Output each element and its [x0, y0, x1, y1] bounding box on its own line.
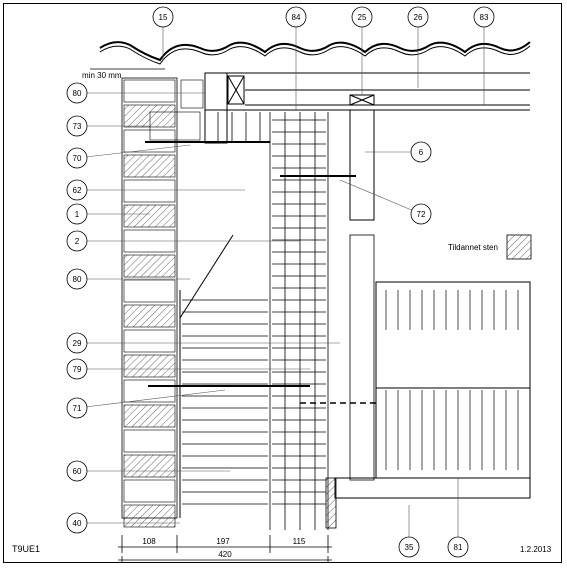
callout-left-70-label: 70: [73, 154, 82, 163]
dim-total: 420: [218, 550, 232, 559]
callout-left-40: [66, 512, 88, 534]
brick-course: [123, 279, 176, 303]
callout-top-26-label: 26: [414, 13, 423, 22]
callout-top-15: [152, 6, 174, 28]
callout-left-71-label: 71: [73, 404, 82, 413]
callout-bottom-35: [398, 536, 420, 558]
callout-top-83: [473, 6, 495, 28]
callout-top-25-label: 25: [358, 13, 367, 22]
brick-course: [123, 204, 176, 228]
dim-segment-2: 197: [216, 537, 230, 546]
callout-bottom-81: [447, 536, 469, 558]
callout-left-71: [66, 397, 88, 419]
masonry-wall: [121, 77, 204, 528]
drawing-date: 1.2.2013: [520, 545, 552, 554]
callout-left-29-label: 29: [73, 339, 82, 348]
callout-right-6: [410, 141, 432, 163]
callout-left-73-label: 73: [73, 122, 82, 131]
callout-top-83-label: 83: [480, 13, 489, 22]
brick-course: [123, 354, 176, 378]
callout-left-62-label: 62: [73, 186, 82, 195]
roof-rafters: [145, 72, 530, 221]
callout-right-72-label: 72: [417, 210, 426, 219]
brick-course: [123, 479, 176, 503]
callout-left-80-label: 80: [73, 275, 82, 284]
callout-top-84-label: 84: [292, 13, 301, 22]
brick-course: [123, 429, 176, 453]
drawing-code: T9UE1: [12, 544, 40, 554]
callout-left-60: [66, 460, 88, 482]
callout-bottom-81-label: 81: [454, 543, 463, 552]
dim-segment-1: 108: [142, 537, 156, 546]
callout-right-6-label: 6: [419, 148, 424, 157]
brick-course: [123, 254, 176, 278]
brick-course: [123, 79, 176, 103]
roof-tiles: [99, 41, 531, 62]
callout-left-29: [66, 332, 88, 354]
legend-swatch: [506, 234, 532, 260]
callout-left-62: [66, 179, 88, 201]
callout-top-15-label: 15: [159, 13, 168, 22]
callout-left-1: [66, 203, 88, 225]
dimension-line: [118, 535, 332, 563]
callout-top-84: [285, 6, 307, 28]
brick-course: [123, 454, 176, 478]
brick-course: [123, 154, 176, 178]
callout-left-1-label: 1: [75, 210, 80, 219]
callout-left-70: [66, 147, 88, 169]
callout-left-60-label: 60: [73, 467, 82, 476]
callout-right-72: [410, 203, 432, 225]
callout-left-79-label: 79: [73, 365, 82, 374]
floor-structure: [300, 234, 531, 529]
callout-left-80-label: 80: [73, 89, 82, 98]
brick-course: [123, 104, 176, 128]
brick-course: [123, 504, 176, 528]
callout-left-73: [66, 115, 88, 137]
roof-tiles-underline: [99, 45, 531, 65]
callout-left-2-label: 2: [75, 237, 80, 246]
brick-course: [123, 329, 176, 353]
callout-top-26: [407, 6, 429, 28]
brick-course: [123, 304, 176, 328]
callout-left-80: [66, 268, 88, 290]
callout-left-40-label: 40: [73, 519, 82, 528]
callout-left-2: [66, 230, 88, 252]
dim-segment-3: 115: [293, 537, 306, 546]
insulation-layer: [148, 112, 356, 530]
legend-label: Tildannet sten: [448, 243, 498, 252]
callout-left-79: [66, 358, 88, 380]
brick-course: [123, 379, 176, 403]
callout-left-80: [66, 82, 88, 104]
brick-course: [123, 404, 176, 428]
callout-bottom-35-label: 35: [405, 543, 414, 552]
brick-course: [123, 179, 176, 203]
drawing-frame: [3, 3, 562, 563]
min-cover-note: min 30 mm: [82, 71, 122, 80]
callout-top-25: [351, 6, 373, 28]
